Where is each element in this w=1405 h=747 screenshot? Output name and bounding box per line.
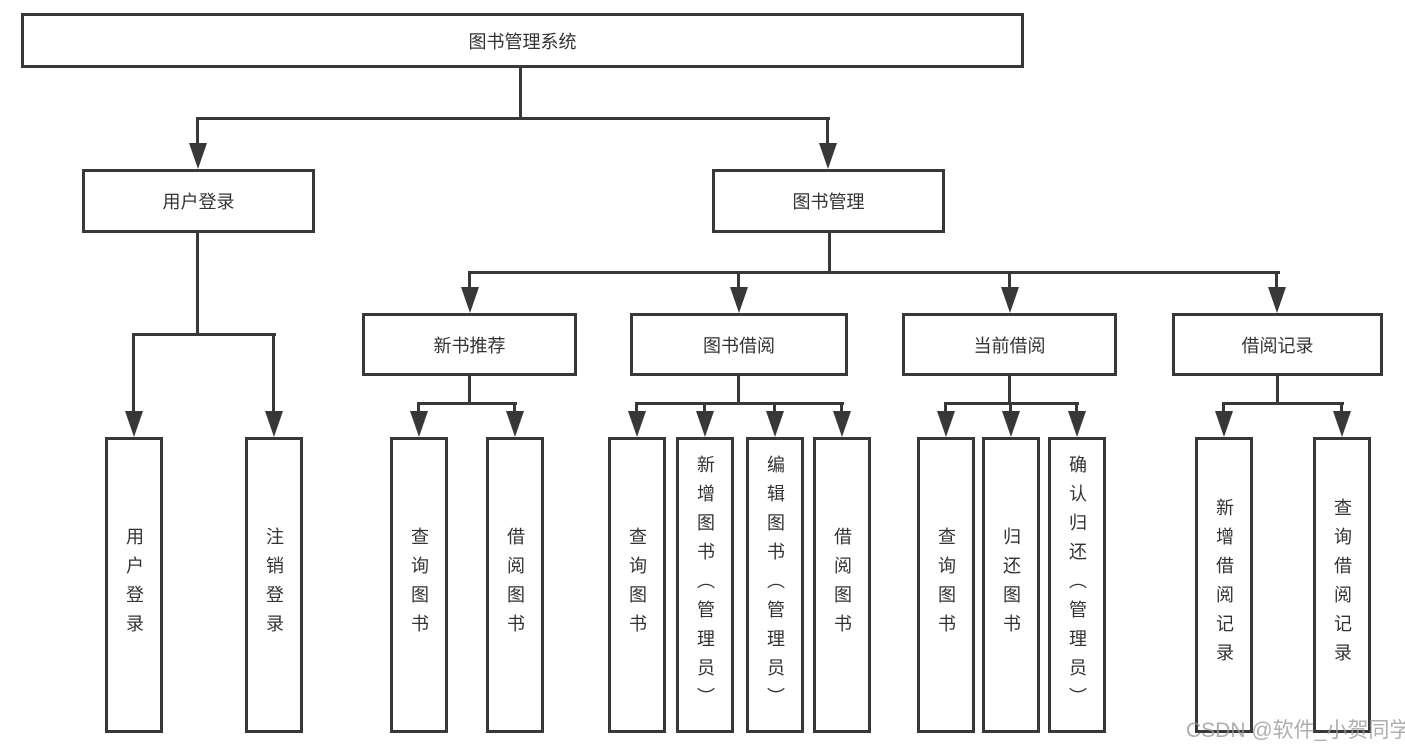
leaf-label: 借阅图书 (832, 527, 852, 643)
connector-line (840, 402, 843, 414)
leaf-label: 归还图书 (1001, 527, 1021, 643)
leaf-label: 用户登录 (124, 527, 144, 643)
leaf-add-borrow-record: 新增借阅记录 (1195, 437, 1253, 733)
arrowhead-icon (730, 287, 748, 313)
connector-line (417, 402, 517, 405)
leaf-user-login: 用户登录 (105, 437, 163, 733)
node-book-borrow: 图书借阅 (630, 313, 848, 376)
node-label: 图书管理系统 (468, 31, 577, 52)
leaf-query-borrow-record: 查询借阅记录 (1313, 437, 1371, 733)
connector-line (703, 402, 706, 414)
connector-line (635, 402, 844, 405)
arrowhead-icon (1333, 411, 1351, 437)
connector-line (737, 271, 740, 290)
connector-line (828, 233, 831, 274)
arrowhead-icon (937, 411, 955, 437)
arrowhead-icon (1068, 411, 1086, 437)
leaf-borrow-books-1: 借阅图书 (486, 437, 544, 733)
leaf-label: 注销登录 (264, 527, 284, 643)
connector-line (773, 402, 776, 414)
connector-line (1275, 271, 1278, 290)
leaf-borrow-books-2: 借阅图书 (813, 437, 871, 733)
connector-line (513, 402, 516, 414)
node-user-login: 用户登录 (82, 169, 315, 233)
connector-line (635, 402, 638, 414)
arrowhead-icon (1268, 287, 1286, 313)
arrowhead-icon (696, 411, 714, 437)
connector-line (272, 333, 275, 413)
arrowhead-icon (833, 411, 851, 437)
connector-line (826, 117, 829, 147)
node-label: 当前借阅 (973, 335, 1046, 356)
connector-line (1340, 402, 1343, 414)
connector-line (1008, 376, 1011, 405)
arrowhead-icon (125, 411, 143, 437)
leaf-add-books-admin: 新增图书（管理员） (676, 437, 734, 733)
leaf-query-books-3: 查询图书 (917, 437, 975, 733)
leaf-label: 查询图书 (409, 527, 429, 643)
leaf-label: 查询借阅记录 (1332, 498, 1352, 672)
connector-line (1009, 402, 1012, 414)
leaf-label: 新增借阅记录 (1214, 498, 1234, 672)
connector-line (944, 402, 947, 414)
connector-line (468, 271, 471, 290)
connector-line (196, 117, 830, 120)
csdn-watermark: CSDN @软件_小贺同学 (1186, 719, 1405, 742)
connector-line (1075, 402, 1078, 414)
node-label: 借阅记录 (1241, 335, 1314, 356)
node-current-borrow: 当前借阅 (902, 313, 1117, 376)
connector-line (196, 117, 199, 147)
connector-line (737, 376, 740, 405)
leaf-confirm-return-admin: 确认归还（管理员） (1048, 437, 1106, 733)
arrowhead-icon (766, 411, 784, 437)
leaf-label: 查询图书 (936, 527, 956, 643)
node-label: 新书推荐 (433, 335, 506, 356)
connector-line (132, 333, 276, 336)
connector-line (519, 68, 522, 120)
connector-line (1008, 271, 1011, 290)
connector-line (1222, 402, 1225, 414)
leaf-query-books-1: 查询图书 (390, 437, 448, 733)
arrowhead-icon (628, 411, 646, 437)
connector-line (1276, 376, 1279, 405)
leaf-label: 新增图书（管理员） (695, 454, 715, 716)
leaf-label: 编辑图书（管理员） (765, 454, 785, 716)
arrowhead-icon (410, 411, 428, 437)
node-label: 用户登录 (162, 192, 235, 212)
node-new-book-recommend: 新书推荐 (362, 313, 577, 376)
arrowhead-icon (1001, 287, 1019, 313)
leaf-label: 借阅图书 (505, 527, 525, 643)
connector-line (132, 333, 135, 413)
node-label: 图书管理 (792, 192, 865, 212)
arrowhead-icon (461, 287, 479, 313)
node-label: 图书借阅 (703, 335, 775, 356)
leaf-label: 确认归还（管理员） (1067, 454, 1087, 716)
leaf-return-books: 归还图书 (982, 437, 1040, 733)
leaf-logout: 注销登录 (245, 437, 303, 733)
connector-line (468, 376, 471, 405)
leaf-edit-books-admin: 编辑图书（管理员） (746, 437, 804, 733)
arrowhead-icon (819, 143, 837, 169)
arrowhead-icon (265, 411, 283, 437)
connector-line (196, 233, 199, 336)
node-borrow-records: 借阅记录 (1172, 313, 1383, 376)
connector-line (1222, 402, 1344, 405)
node-root-system: 图书管理系统 (21, 13, 1024, 68)
leaf-label: 查询图书 (627, 527, 647, 643)
connector-line (468, 271, 1280, 274)
connector-line (417, 402, 420, 414)
arrowhead-icon (1215, 411, 1233, 437)
arrowhead-icon (506, 411, 524, 437)
leaf-query-books-2: 查询图书 (608, 437, 666, 733)
arrowhead-icon (189, 143, 207, 169)
node-book-management: 图书管理 (712, 169, 945, 233)
arrowhead-icon (1002, 411, 1020, 437)
